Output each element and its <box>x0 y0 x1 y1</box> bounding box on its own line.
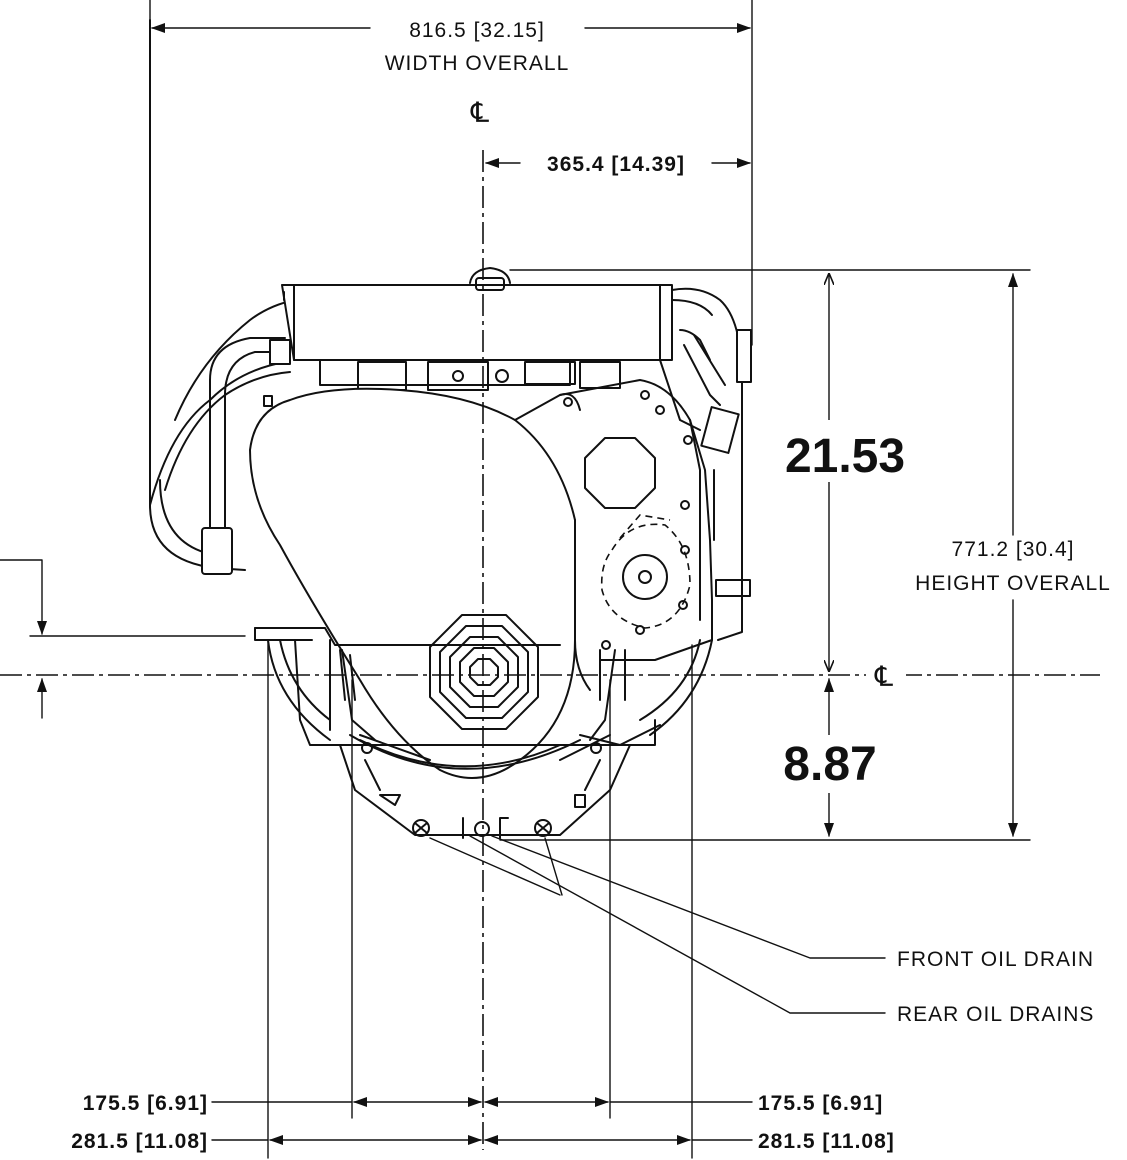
lower-height-value: 8.87 <box>783 738 876 791</box>
height-overall-caption: HEIGHT OVERALL <box>915 572 1111 595</box>
drain-plugs <box>412 817 552 839</box>
centerline-symbol: ℄ <box>470 97 489 128</box>
outer-right-value: 281.5 [11.08] <box>758 1130 895 1153</box>
engine-outline <box>149 19 752 839</box>
right-offset-value: 365.4 [14.39] <box>547 153 685 176</box>
centerline-marker-top: ℄ <box>470 97 489 128</box>
front-oil-drain-label: FRONT OIL DRAIN <box>897 948 1094 971</box>
flywheel-grille <box>429 614 539 730</box>
width-overall-dimension: 816.5 [32.15] WIDTH OVERALL <box>149 0 753 346</box>
left-mount-leader <box>0 559 246 719</box>
height-overall-dimension: 771.2 [30.4] HEIGHT OVERALL <box>499 269 1111 841</box>
width-overall-caption: WIDTH OVERALL <box>385 52 570 75</box>
right-offset-dimension: 365.4 [14.39] <box>485 153 751 176</box>
width-overall-value: 816.5 [32.15] <box>409 19 545 42</box>
split-height-dimension: 21.53 8.87 ℄ <box>775 274 917 837</box>
centerline-symbol-right: ℄ <box>874 661 893 692</box>
oil-drain-callouts: FRONT OIL DRAIN REAR OIL DRAINS <box>429 835 1094 1026</box>
outer-left-value: 281.5 [11.08] <box>71 1130 208 1153</box>
inner-right-value: 175.5 [6.91] <box>758 1092 883 1115</box>
centerlines <box>0 150 1100 1150</box>
bottom-dimensions: 175.5 [6.91] 175.5 [6.91] 281.5 [11.08] … <box>71 639 895 1159</box>
height-overall-value: 771.2 [30.4] <box>952 538 1075 561</box>
upper-height-value: 21.53 <box>785 430 905 483</box>
inner-left-value: 175.5 [6.91] <box>83 1092 208 1115</box>
rear-oil-drains-label: REAR OIL DRAINS <box>897 1003 1094 1026</box>
